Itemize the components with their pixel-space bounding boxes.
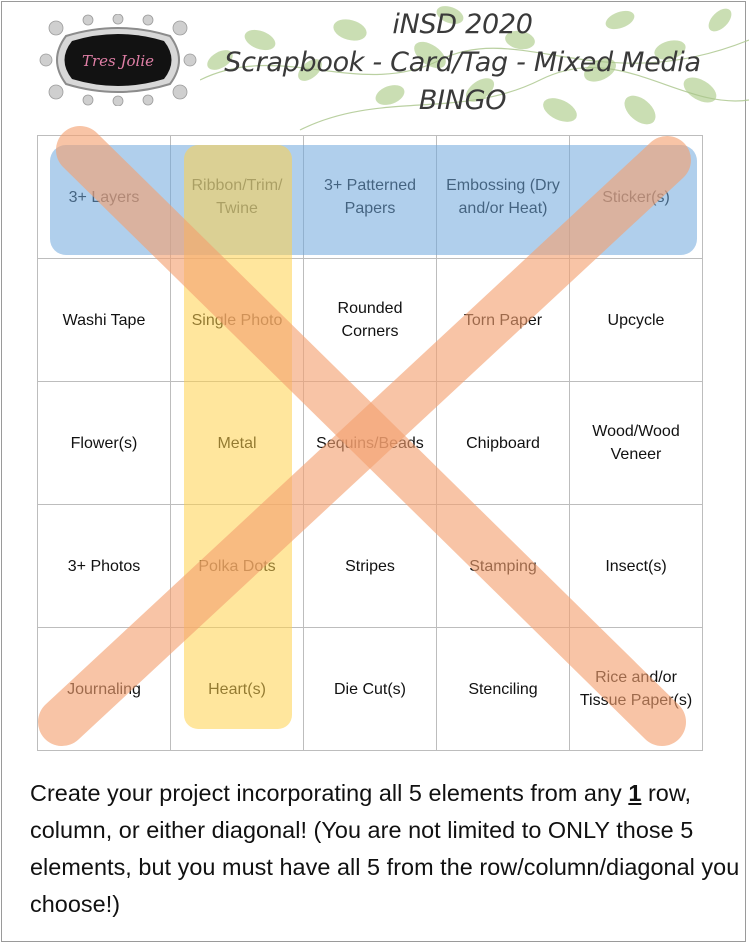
- title-line-3: BINGO: [418, 85, 507, 116]
- ivy-leaves-decoration: [200, 6, 749, 131]
- instructions-part-2: row, column, or either diagonal! (You ar…: [30, 780, 740, 917]
- bingo-cell: Sticker(s): [570, 136, 703, 259]
- bingo-cell: Journaling: [38, 628, 171, 751]
- bingo-cell: Rounded Corners: [304, 259, 437, 382]
- tres-jolie-logo: Tres Jolie: [39, 14, 197, 106]
- bingo-cell: Upcycle: [570, 259, 703, 382]
- instructions-number: 1: [628, 780, 642, 806]
- instructions-text: Create your project incorporating all 5 …: [30, 775, 740, 923]
- bingo-cell: Die Cut(s): [304, 628, 437, 751]
- bingo-cell: Stenciling: [437, 628, 570, 751]
- bingo-cell: Torn Paper: [437, 259, 570, 382]
- title-line-2: Scrapbook - Card/Tag - Mixed Media: [224, 47, 701, 78]
- bingo-cell: Heart(s): [171, 628, 304, 751]
- bingo-cell: Stripes: [304, 505, 437, 628]
- bingo-cell: Polka Dots: [171, 505, 304, 628]
- bingo-cell: Sequins/Beads: [304, 382, 437, 505]
- bingo-cell: Ribbon/Trim/ Twine: [171, 136, 304, 259]
- bingo-cell: Metal: [171, 382, 304, 505]
- bingo-cell: 3+ Layers: [38, 136, 171, 259]
- bingo-cell: Stamping: [437, 505, 570, 628]
- header: Tres Jolie iNSD 2020 Scrapbook - Card/Ta…: [0, 0, 749, 135]
- bingo-cell: Flower(s): [38, 382, 171, 505]
- bingo-cell: Washi Tape: [38, 259, 171, 382]
- instructions-part-1: Create your project incorporating all 5 …: [30, 780, 629, 806]
- bingo-grid: 3+ Layers Ribbon/Trim/ Twine 3+ Patterne…: [37, 135, 703, 751]
- bingo-cell: 3+ Photos: [38, 505, 171, 628]
- bingo-cell: 3+ Patterned Papers: [304, 136, 437, 259]
- bingo-cell: Wood/Wood Veneer: [570, 382, 703, 505]
- bingo-cell: Single Photo: [171, 259, 304, 382]
- logo-text: Tres Jolie: [82, 52, 154, 70]
- title-block: iNSD 2020 Scrapbook - Card/Tag - Mixed M…: [210, 6, 715, 120]
- bingo-cell: Embossing (Dry and/or Heat): [437, 136, 570, 259]
- title-line-1: iNSD 2020: [392, 9, 533, 40]
- bingo-cell: Chipboard: [437, 382, 570, 505]
- bingo-cell: Insect(s): [570, 505, 703, 628]
- bingo-cell: Rice and/or Tissue Paper(s): [570, 628, 703, 751]
